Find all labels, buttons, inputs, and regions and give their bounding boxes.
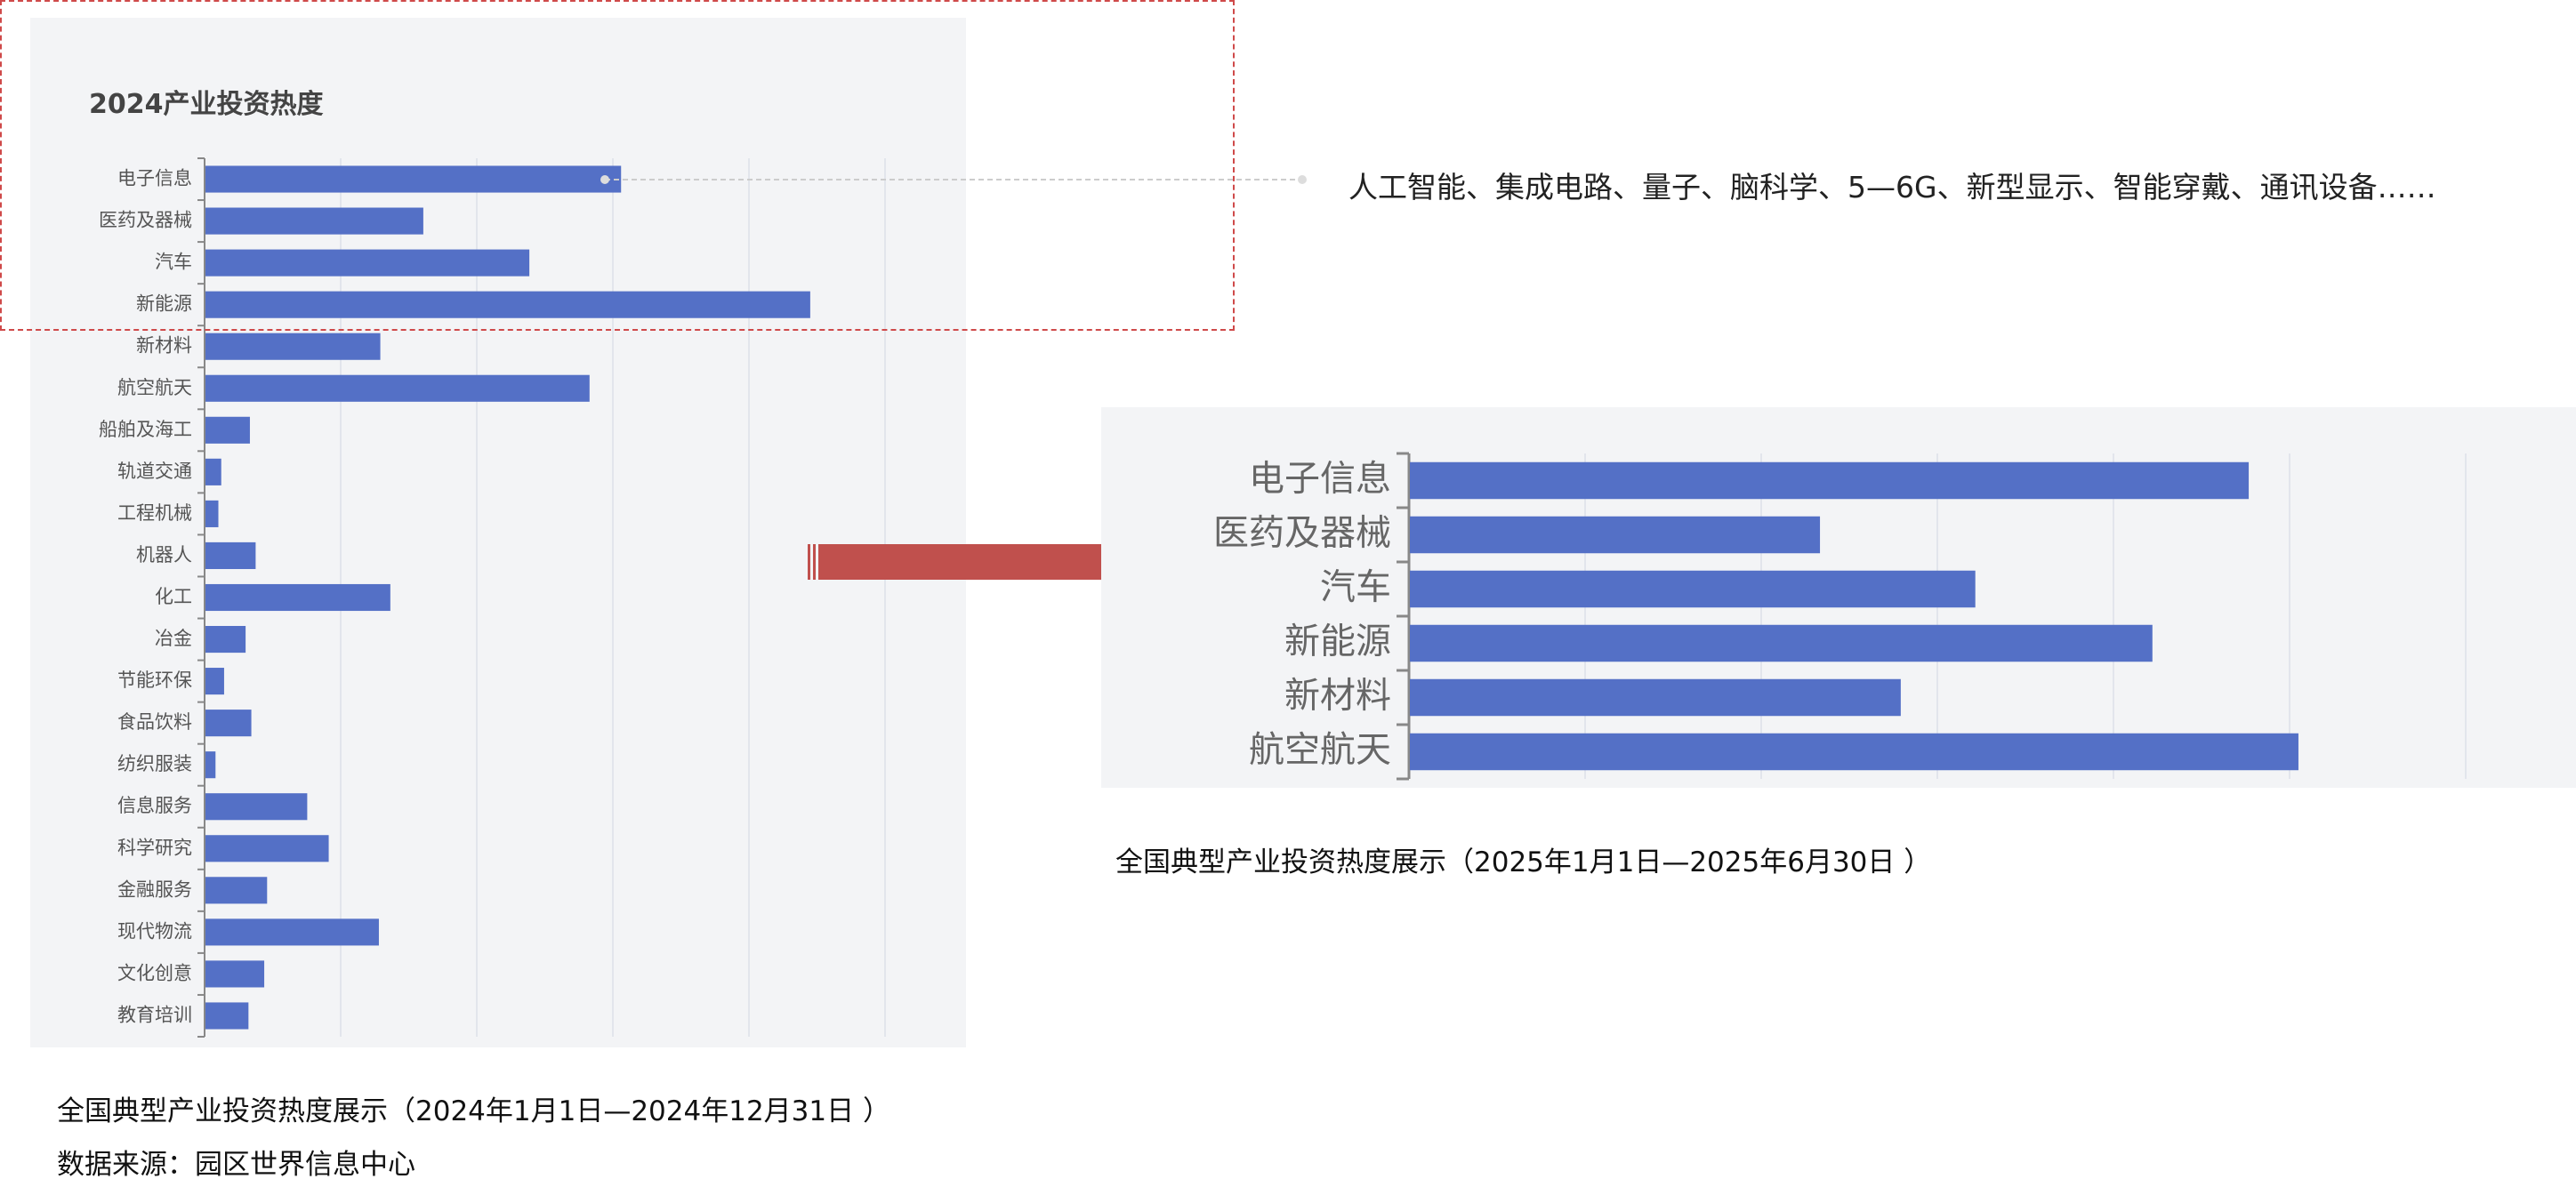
category-label: 汽车 [1320, 567, 1391, 608]
annotation-text: 人工智能、集成电路、量子、脑科学、5—6G、新型显示、智能穿戴、通讯设备…… [1348, 170, 2436, 205]
category-label: 新能源 [1284, 622, 1391, 662]
category-label: 冶金 [155, 628, 192, 649]
category-label: 电子信息 [1249, 459, 1391, 500]
category-label: 新能源 [136, 293, 192, 315]
bar [1410, 570, 1976, 608]
category-label: 船舶及海工 [99, 419, 192, 440]
category-label: 文化创意 [117, 962, 192, 983]
bar [205, 1002, 249, 1030]
arrow-tail-stripe [808, 544, 810, 580]
category-label: 化工 [155, 586, 192, 607]
bar [205, 291, 810, 318]
right-chart-panel: 电子信息医药及器械汽车新能源新材料航空航天 [1101, 407, 2576, 788]
data-source: 数据来源：园区世界信息中心 [57, 1149, 415, 1181]
bar [205, 583, 390, 612]
bar [205, 625, 246, 654]
chart-title: 2024产业投资热度 [89, 89, 324, 120]
category-label: 电子信息 [117, 168, 192, 189]
bar [205, 458, 221, 485]
category-label: 工程机械 [117, 502, 192, 524]
bar [205, 751, 216, 779]
bar [1410, 461, 2250, 500]
category-label: 金融服务 [117, 878, 192, 900]
category-label: 现代物流 [117, 920, 192, 942]
bar [205, 541, 256, 570]
category-label: 信息服务 [117, 795, 192, 816]
bar [205, 500, 219, 527]
bar [205, 668, 224, 695]
bar [205, 960, 265, 988]
bar [205, 416, 250, 444]
bar [1410, 733, 2298, 771]
bar [205, 249, 530, 277]
category-label: 食品饮料 [117, 711, 192, 733]
bar [205, 165, 622, 193]
category-label: 新材料 [1284, 676, 1391, 717]
bar [205, 710, 252, 737]
annotation-connector [600, 175, 1307, 184]
caption-left: 全国典型产业投资热度展示（2024年1月1日—2024年12月31日 ） [57, 1095, 890, 1127]
category-label: 汽车 [155, 252, 192, 273]
category-label: 航空航天 [1249, 730, 1391, 771]
category-label: 医药及器械 [1213, 513, 1391, 554]
category-label: 纺织服装 [117, 753, 192, 774]
arrow-tail-stripe [813, 544, 816, 580]
bar [205, 793, 308, 821]
left-chart-panel: 2024产业投资热度 电子信息医药及器械汽车新能源新材料航空航天船舶及海工轨道交… [30, 18, 966, 1047]
bar [205, 207, 423, 235]
highlight-box [0, 0, 1235, 331]
category-label: 轨道交通 [117, 461, 192, 482]
left-bar-chart: 电子信息医药及器械汽车新能源新材料航空航天船舶及海工轨道交通工程机械机器人化工冶… [99, 157, 886, 1038]
bar [205, 877, 268, 904]
category-label: 科学研究 [117, 837, 192, 858]
category-label: 航空航天 [117, 377, 192, 398]
right-arrow-icon [808, 525, 1158, 599]
category-label: 教育培训 [117, 1004, 192, 1025]
category-label: 节能环保 [117, 670, 192, 691]
bar [1410, 678, 1901, 717]
category-label: 机器人 [136, 544, 192, 565]
connector-end-dot [1298, 175, 1307, 184]
caption-right: 全国典型产业投资热度展示（2025年1月1日—2025年6月30日 ） [1115, 846, 1932, 878]
bar [205, 918, 379, 946]
bar [1410, 516, 1821, 554]
bar [205, 835, 329, 862]
category-label: 医药及器械 [99, 210, 192, 231]
arrow-shape [818, 525, 1158, 599]
bar [205, 374, 590, 402]
category-label: 新材料 [136, 335, 192, 357]
connector-start-dot [600, 175, 609, 184]
bar [205, 333, 381, 360]
bar [1410, 624, 2153, 662]
